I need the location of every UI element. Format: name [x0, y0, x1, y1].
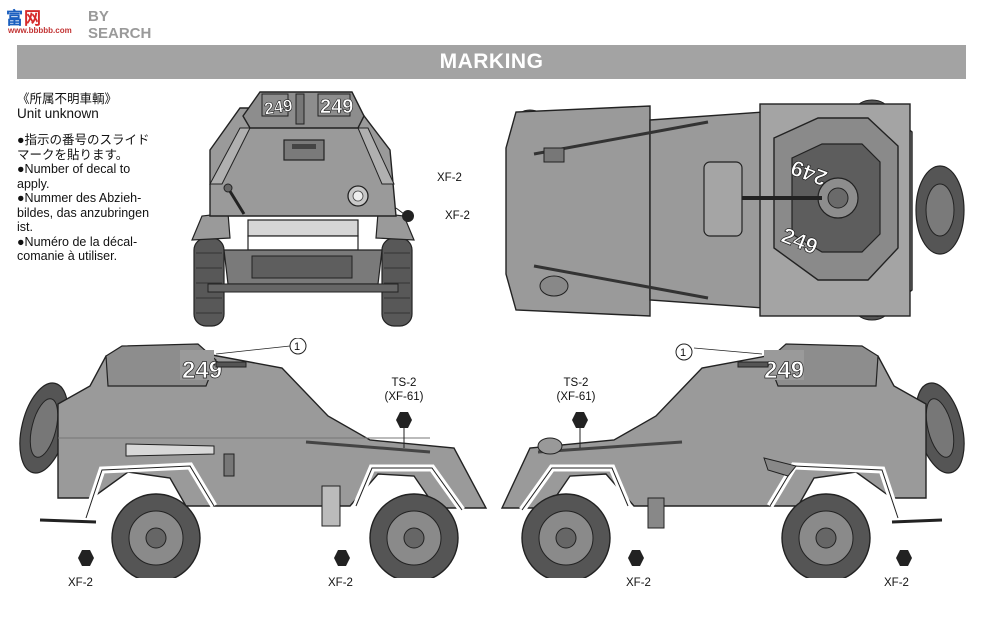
marking-banner: MARKING [17, 45, 966, 79]
right-decal-callout: 1 [680, 347, 686, 359]
legend-line: マークを貼ります。 [17, 147, 129, 162]
top-xf2-label: XF-2 [437, 172, 462, 184]
watermark-logo-text: 富网 [6, 9, 42, 28]
watermark-logo: 富网 BY SEARCH www.bbbbb.com [6, 4, 166, 42]
legend-jp-title: 《所属不明車輌》 [17, 92, 118, 106]
left-xf61-label: (XF-61) [384, 391, 424, 403]
legend-line: apply. [17, 176, 50, 191]
left-ts2-label: TS-2 [391, 377, 417, 389]
right-xf2-label-b: XF-2 [884, 577, 909, 589]
right-xf2-label-a: XF-2 [626, 577, 651, 589]
right-xf61-label: (XF-61) [556, 391, 596, 403]
left-xf2-label-a: XF-2 [68, 577, 93, 589]
right-side-view-drawing: 249 1 [500, 343, 965, 578]
legend-line: comanie à utiliser. [17, 249, 118, 263]
legend-line: ●指示の番号のスライド [17, 133, 150, 147]
top-view-drawing: 249 249 [505, 99, 965, 321]
right-side-decal: 249 [764, 357, 804, 384]
legend-unit: Unit unknown [17, 105, 99, 121]
watermark-url: www.bbbbb.com [8, 26, 72, 35]
watermark-search-text: BY SEARCH [88, 8, 152, 42]
front-decal-right: 249 [320, 96, 353, 118]
front-view-drawing: 249 249 [191, 91, 415, 327]
decal-legend: 《所属不明車輌》 Unit unknown ●指示の番号のスライド マークを貼り… [17, 92, 187, 264]
legend-line: bildes, das anzubringen [17, 205, 150, 220]
right-ts2-label: TS-2 [563, 377, 589, 389]
page-title: MARKING [439, 50, 544, 73]
legend-line: ist. [17, 220, 33, 234]
front-xf2-label: XF-2 [445, 210, 470, 222]
left-side-view-drawing: 249 1 [19, 338, 488, 578]
legend-line: ●Number of decal to [17, 162, 131, 176]
front-decal-left: 249 [263, 96, 294, 119]
legend-line: ●Numéro de la décal- [17, 234, 138, 249]
left-decal-callout: 1 [294, 341, 300, 353]
legend-line: ●Nummer des Abzieh- [17, 191, 142, 205]
left-xf2-label-b: XF-2 [328, 577, 353, 589]
left-side-decal: 249 [182, 357, 222, 384]
